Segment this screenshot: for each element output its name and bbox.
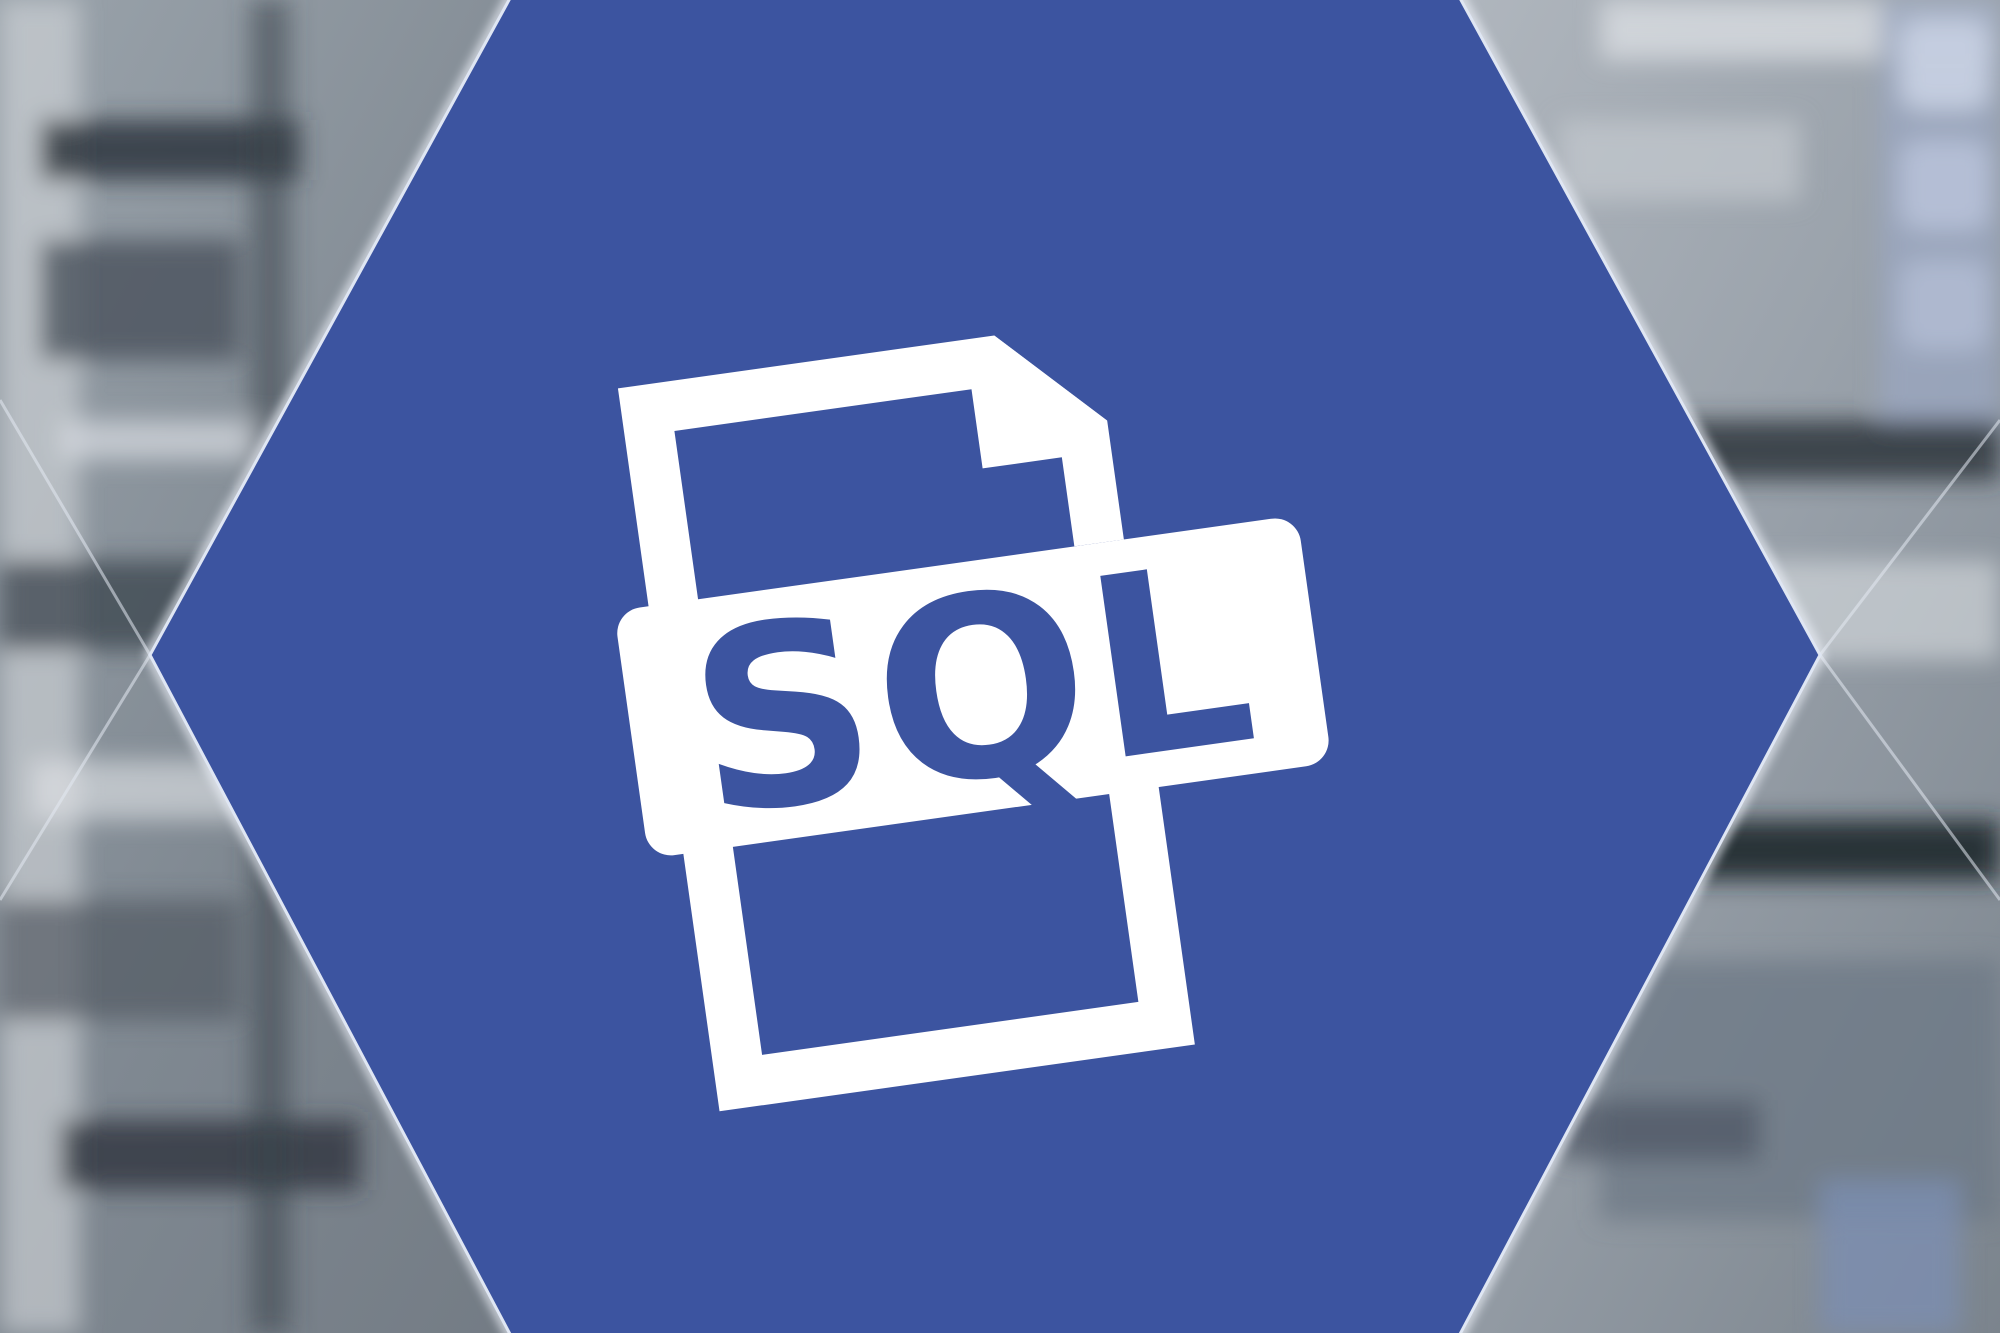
background-facet-lines [0,399,2000,901]
